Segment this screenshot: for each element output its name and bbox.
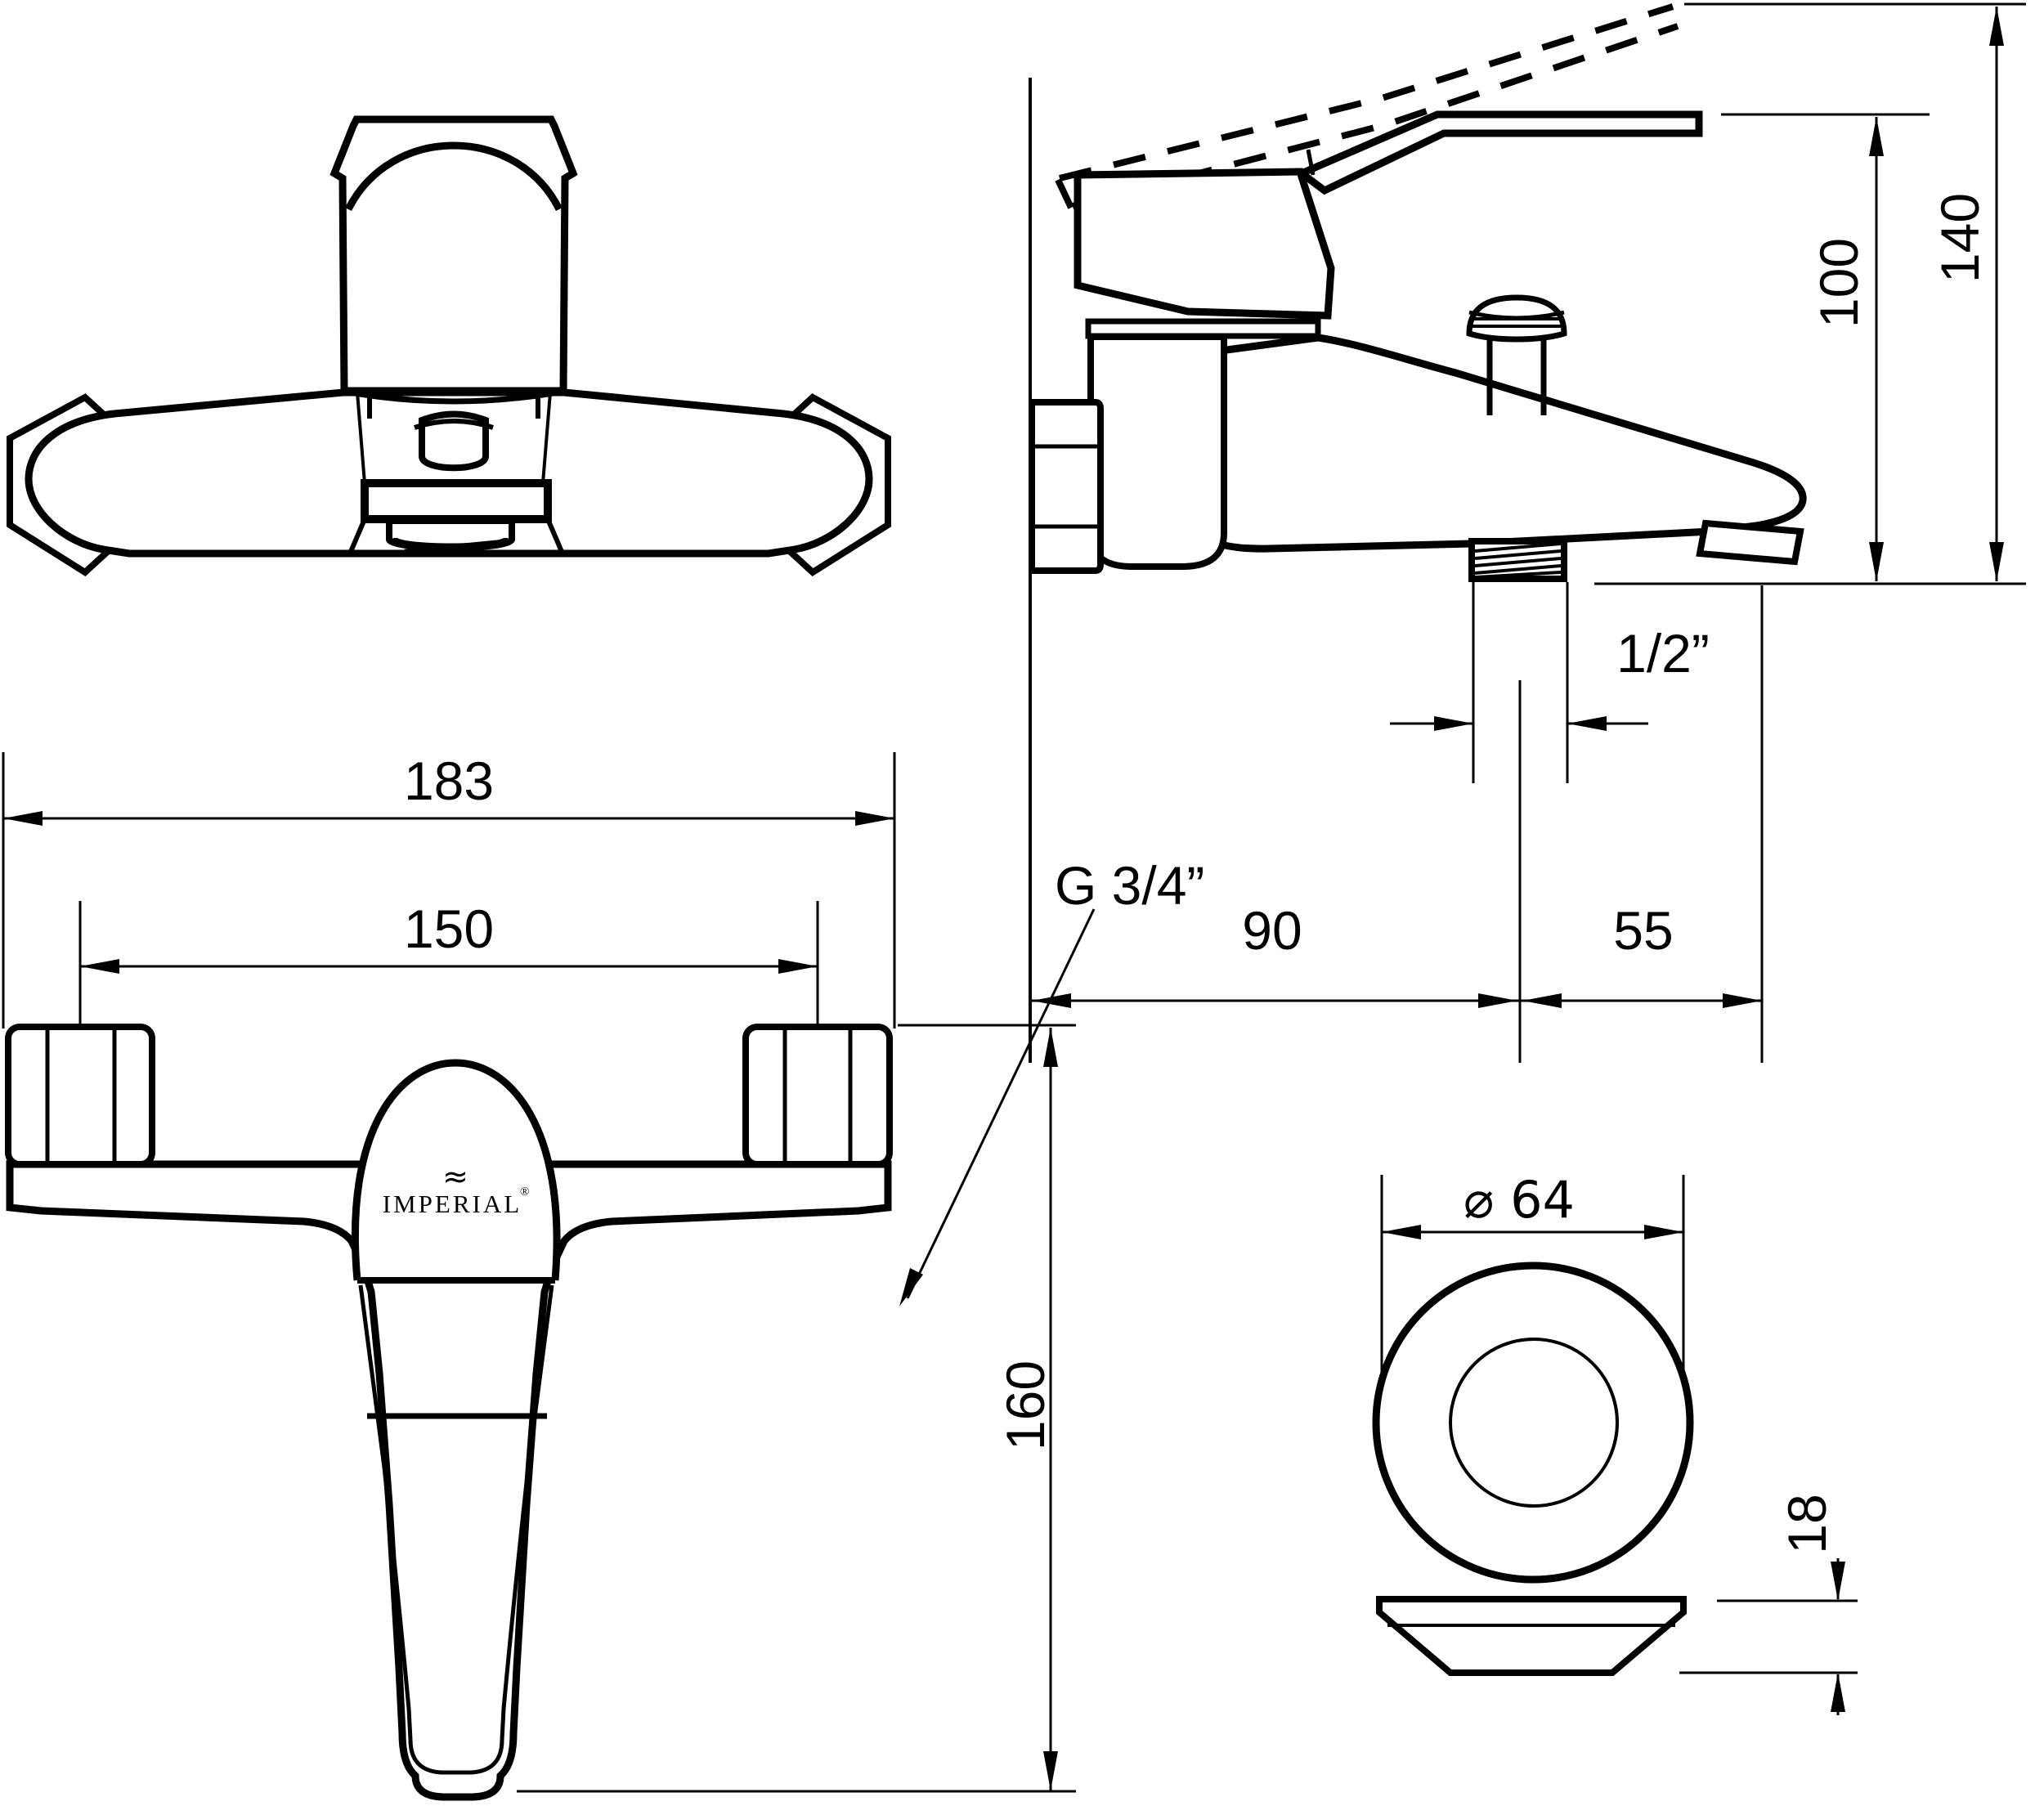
dim-18-label: 18 xyxy=(1777,1494,1837,1553)
dim-183-label: 183 xyxy=(404,751,494,811)
front-thread-line xyxy=(404,540,498,553)
front-handle-cap xyxy=(329,115,578,395)
front-diverter-flare-left xyxy=(347,518,367,555)
dim-g34-label: G 3/4” xyxy=(1055,855,1204,916)
front-diverter-block xyxy=(361,479,552,523)
front-housing-side-left xyxy=(356,392,366,484)
brand-wave: ≈ xyxy=(442,1158,468,1194)
side-aerator xyxy=(1696,519,1804,566)
dim-100: 100 xyxy=(1721,113,1930,581)
dim-90-label: 90 xyxy=(1242,900,1302,961)
front-outlet-rim xyxy=(414,419,494,430)
side-valve-body xyxy=(1087,334,1227,570)
top-spout-inner-lines xyxy=(358,1284,554,1775)
brand-reg: ® xyxy=(520,1185,529,1199)
dim-diameter-64: ⌀ 64 xyxy=(1380,1170,1685,1383)
side-lever-raised-dashed xyxy=(1059,3,1679,209)
dim-150-label: 150 xyxy=(404,899,494,959)
top-handle-dome xyxy=(351,1059,561,1281)
dim-183: 183 xyxy=(2,751,896,1028)
side-spout xyxy=(1190,334,1807,553)
top-nut-right-facets xyxy=(782,1030,853,1164)
side-wall-nut xyxy=(1029,399,1104,574)
top-view: ≈ IMPERIAL ® xyxy=(5,1024,893,1801)
dim-90-55: 90 55 xyxy=(1032,585,1764,1063)
escutcheon-inner-circle xyxy=(1449,1338,1619,1508)
dim-160: 160 xyxy=(517,1024,1076,1793)
front-body xyxy=(25,388,873,558)
dim-150: 150 xyxy=(78,899,819,1028)
escutcheon-profile xyxy=(1376,1596,1687,1676)
side-outlet-hatch xyxy=(1474,542,1562,579)
side-view xyxy=(1029,3,1807,1063)
top-nut-right xyxy=(742,1024,893,1167)
side-lever xyxy=(1294,110,1703,195)
front-view xyxy=(7,115,891,577)
dim-140: 140 xyxy=(1594,2,2026,585)
dim-140-label: 140 xyxy=(1930,193,1990,283)
dim-55-label: 55 xyxy=(1613,900,1673,961)
dim-160-label: 160 xyxy=(995,1360,1056,1450)
dim-half-inch: 1/2” xyxy=(1390,582,1710,783)
front-handle-arc xyxy=(344,141,563,212)
side-lever-dash-start xyxy=(1055,178,1074,209)
dim-18: 18 xyxy=(1679,1494,1858,1715)
top-nut-left-facets xyxy=(45,1030,117,1164)
front-housing-side-right xyxy=(541,392,552,484)
side-handle-body xyxy=(1074,168,1335,320)
front-outlet xyxy=(419,410,489,472)
side-hinge-tick xyxy=(1306,149,1316,176)
dim-64-label: ⌀ 64 xyxy=(1464,1170,1575,1230)
dim-g34: G 3/4” xyxy=(899,855,1204,1306)
escutcheon-view xyxy=(1372,1262,1694,1676)
dim-half-inch-label: 1/2” xyxy=(1616,623,1710,683)
front-collar-seam xyxy=(340,388,567,405)
brand-name: IMPERIAL xyxy=(383,1190,522,1218)
top-nut-left xyxy=(5,1024,155,1167)
dim-100-label: 100 xyxy=(1809,238,1869,328)
front-diverter-flare-right xyxy=(545,518,565,555)
